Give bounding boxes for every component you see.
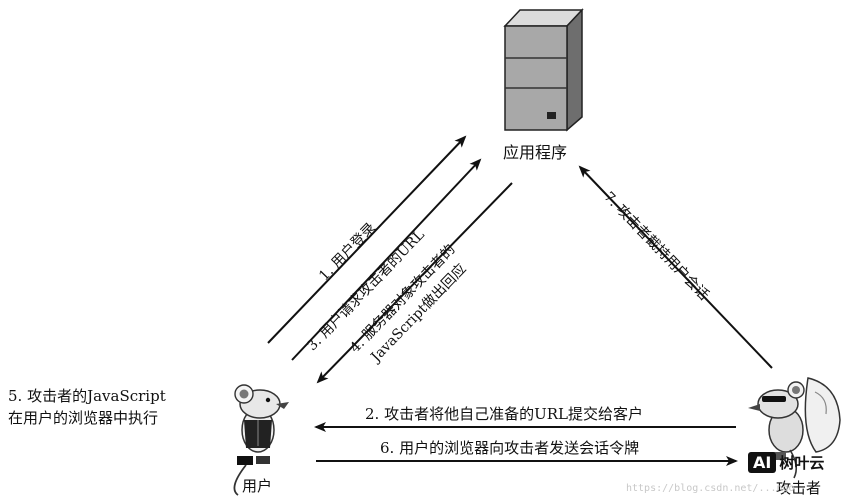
watermark-badge: AI 树叶云 [748, 452, 824, 473]
user-rat-icon [233, 384, 289, 496]
attacker-label: 攻击者 [776, 479, 822, 497]
server-icon [503, 8, 584, 132]
user-note-line1: 5. 攻击者的JavaScript [8, 387, 166, 405]
watermark-logo-mark: AI [748, 452, 777, 473]
watermark-logo-name: 树叶云 [779, 454, 825, 472]
user-note-line2: 在用户的浏览器中执行 [8, 409, 159, 427]
watermark-url: https://blog.csdn.net/...ngo [626, 483, 795, 494]
step2-label: 2. 攻击者将他自己准备的URL提交给客户 [365, 405, 643, 423]
user-label: 用户 [242, 477, 273, 495]
server-label: 应用程序 [503, 143, 568, 162]
arrow-step7 [578, 165, 773, 369]
arrow-step3 [291, 158, 482, 361]
step6-label: 6. 用户的浏览器向攻击者发送会话令牌 [380, 439, 640, 457]
arrow-step1 [267, 135, 467, 344]
attacker-rat-icon [748, 377, 841, 479]
arrow-step4 [316, 182, 513, 384]
